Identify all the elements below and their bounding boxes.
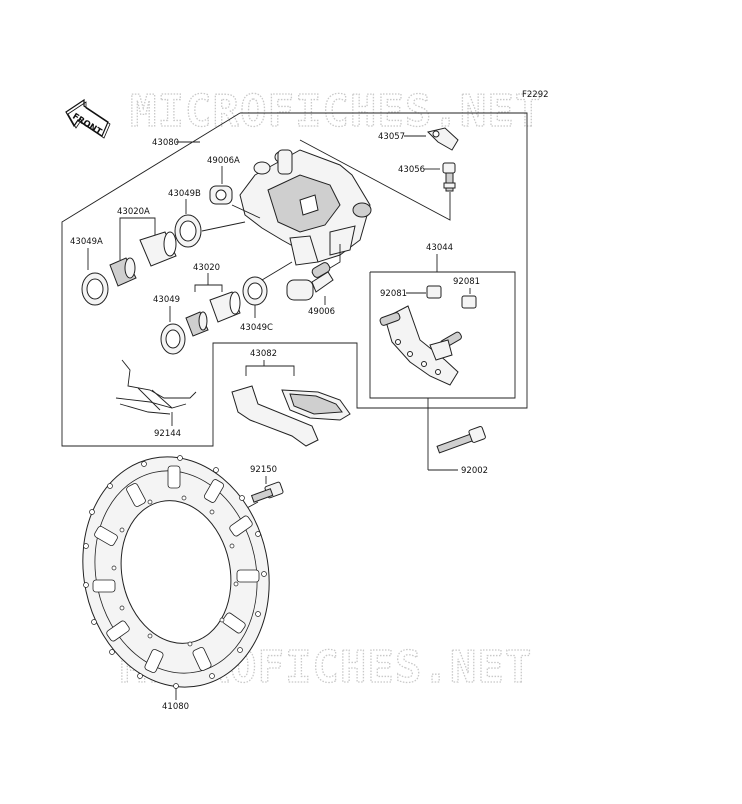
rotor-bolt-92150 <box>250 481 284 503</box>
label-49006A: 49006A <box>207 156 240 166</box>
pin-92081-right <box>461 295 477 309</box>
label-49006: 49006 <box>308 307 335 317</box>
piston-43020A <box>109 231 177 287</box>
front-arrow-icon <box>65 98 111 139</box>
figure-code: F2292 <box>522 90 549 100</box>
bolt-92002 <box>436 426 486 454</box>
pin-92081-left <box>426 285 442 299</box>
piston-43020 <box>185 291 241 337</box>
label-92150: 92150 <box>250 465 277 475</box>
label-43057: 43057 <box>378 132 405 142</box>
label-43080: 43080 <box>152 138 179 148</box>
caliper-assembly-outline <box>61 112 528 447</box>
label-92081-left: 92081 <box>380 289 407 299</box>
label-43049: 43049 <box>153 295 180 305</box>
label-43049C: 43049C <box>240 323 273 333</box>
seal-43049B <box>174 214 202 248</box>
label-92144: 92144 <box>154 429 181 439</box>
bleeder-valve-43056 <box>442 162 456 192</box>
slide-pin-49006 <box>286 262 334 301</box>
label-92081-right: 92081 <box>453 277 480 287</box>
bracket-outline <box>369 271 516 399</box>
brake-pads-43082 <box>231 385 351 447</box>
seal-43049C <box>242 276 268 306</box>
label-43020: 43020 <box>193 263 220 273</box>
seal-43049A <box>81 272 109 306</box>
bleeder-cap-43057 <box>427 127 459 151</box>
label-43020A: 43020A <box>117 207 150 217</box>
label-43044: 43044 <box>426 243 453 253</box>
watermark-top: MICROFICHES.NET <box>130 86 542 137</box>
pad-spring-92144 <box>115 359 197 415</box>
label-43049A: 43049A <box>70 237 103 247</box>
caliper-body <box>239 149 372 266</box>
label-92002: 92002 <box>461 466 488 476</box>
label-43056: 43056 <box>398 165 425 175</box>
caliper-bracket <box>379 305 462 386</box>
brake-disc-41080 <box>82 455 270 689</box>
label-43049B: 43049B <box>168 189 201 199</box>
seal-43049 <box>160 323 186 355</box>
bushing-49006A <box>209 185 233 205</box>
label-43082: 43082 <box>250 349 277 359</box>
label-41080: 41080 <box>162 702 189 712</box>
